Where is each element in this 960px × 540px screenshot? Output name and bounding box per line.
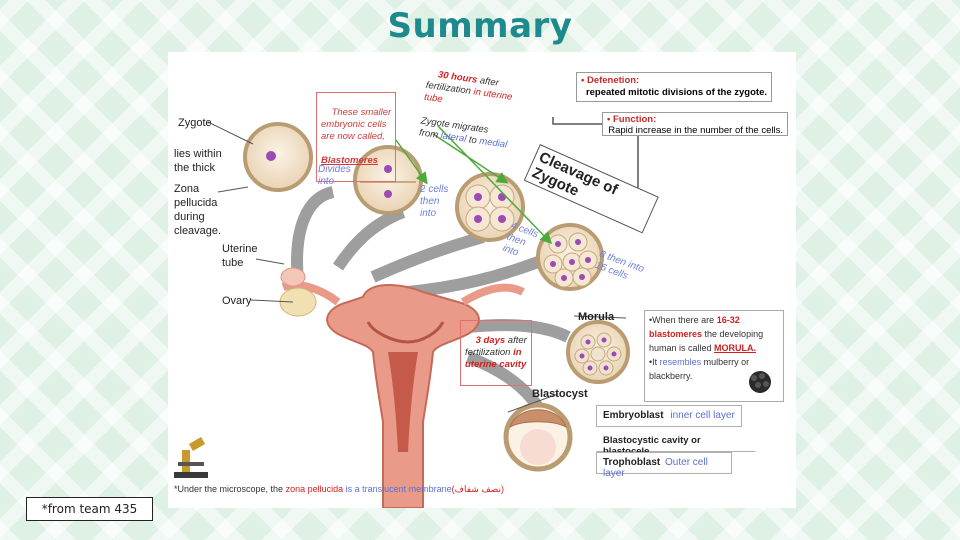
uterine-tube-label: Uterine tube [222,243,258,269]
page-title: Summary [387,6,573,46]
microscope-b: zona pellucida [285,484,344,494]
embryoblast-note: inner cell layer [670,410,735,421]
blackberry-icon [749,371,771,393]
microscope-caption: *Under the microscope, the zona pellucid… [174,484,504,495]
three-days-note: 3 days after fertilization in uterine ca… [460,320,532,386]
lies-within-label: lies within the thick [174,148,222,174]
blastomeres-note: These smaller embryonic cells are now ca… [316,92,397,182]
microscope-d: (نصف شفاف) [451,484,504,494]
morula-l1a: •When there are [649,315,717,325]
zona-pellucida-label: Zona pellucida during cleavage. [174,183,222,237]
four-cell-stage [455,172,525,242]
progress-arrow [291,186,335,283]
trophoblast-bar: Trophoblast Outer cell layer [596,452,732,479]
eight-cell-stage [536,223,604,291]
progress-arrow [467,319,571,343]
morula-cell [566,320,630,384]
progress-arrow [370,231,485,283]
morula-l2b: the developing [702,329,764,339]
blastocyst-cell [503,402,573,472]
microscope-a: *Under the microscope, the [174,484,286,494]
ovary-label: Ovary [222,295,252,307]
blastomeres-term: Blastomeres [321,155,379,166]
morula-blastomeres: blastomeres [649,329,703,339]
morula-l4c: mulberry or [701,357,750,367]
blastomeres-note-text: These smaller embryonic cells are now ca… [321,107,392,142]
morula-resembles: resembles [659,357,702,367]
morula-term: MORULA. [714,343,757,353]
two-cells-label: 2 cells then into [420,184,449,219]
morula-description: •When there are 16-32 blastomeres the de… [644,310,784,402]
zygote-cell [243,122,313,192]
function-box: • Function: Rapid increase in the number… [602,112,788,136]
function-text: Rapid increase in the number of the cell… [608,125,783,136]
cavity-label: Blastocystic cavity or blastocele [603,435,701,457]
morula-label: Morula [578,311,615,323]
uterus-illustration [279,267,525,508]
function-heading: Function: [612,114,657,125]
trophoblast-note: Outer cell layer [603,457,708,479]
progress-arrow [407,256,541,298]
thirty-hours-note: 30 hours after fertilization in uterine … [417,56,518,163]
trophoblast-label: Trophoblast [603,457,661,468]
diagram-drawing [174,117,771,508]
embryoblast-label: Embryoblast [603,410,664,421]
definition-box: • Defenetion: repeated mitotic divisions… [576,72,772,102]
lateral-text: lateral [439,130,468,145]
definition-text: repeated mitotic divisions of the zygote… [585,87,767,98]
embryoblast-bar: Embryoblast inner cell layer [596,405,742,427]
divides-into-label: Divides into [318,164,351,187]
in-uterine-cavity: in uterine cavity [465,347,527,370]
definition-heading: Defenetion: [586,75,640,86]
morula-l5: blackberry. [649,371,693,381]
blastocyst-label: Blastocyst [532,388,588,400]
footer-source: *from team 435 [26,497,153,521]
zygote-label: Zygote [178,117,212,129]
morula-l4a: •It [649,357,660,367]
morula-l3a: human is called [649,343,715,353]
cavity-bar: Blastocystic cavity or blastocele [596,430,756,457]
diagram-panel: Zygote lies within the thick Zona pelluc… [168,52,796,508]
microscope-c: is a translucent membrane [343,484,452,494]
progress-arrow [333,206,406,271]
microscope-icon [174,437,208,478]
three-days-rest: after fertilization [465,335,527,358]
three-days: 3 days [475,335,506,346]
morula-count: 16-32 [716,315,740,325]
medial-text: medial [478,135,508,151]
